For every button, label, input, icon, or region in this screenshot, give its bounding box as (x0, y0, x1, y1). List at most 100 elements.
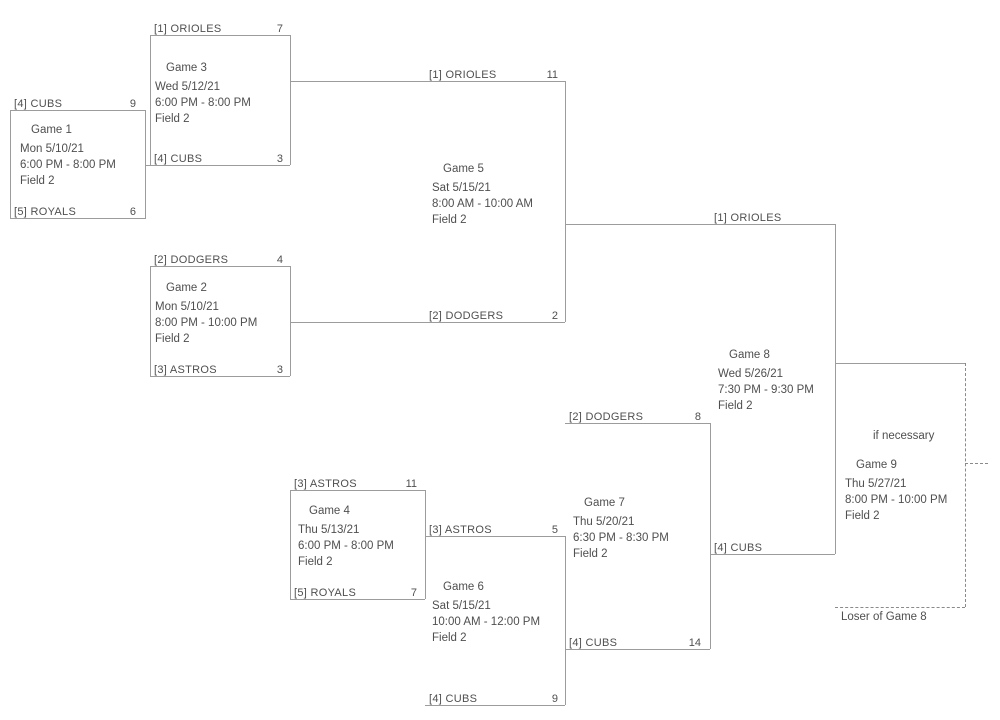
game2-bottom-slot[interactable]: [3] ASTROS 3 (154, 362, 283, 376)
game5-info[interactable]: Game 5 Sat 5/15/21 8:00 AM - 10:00 AM Fi… (432, 161, 533, 228)
game-time: 7:30 PM - 9:30 PM (718, 384, 814, 396)
game7-bottom-slot[interactable]: [4] CUBS 14 (569, 635, 701, 649)
team-score: 9 (551, 693, 558, 705)
game9-info[interactable]: Game 9 Thu 5/27/21 8:00 PM - 10:00 PM Fi… (845, 457, 947, 524)
game4-info[interactable]: Game 4 Thu 5/13/21 6:00 PM - 8:00 PM Fie… (298, 503, 394, 570)
team-name: [4] CUBS (714, 542, 763, 554)
game-field: Field 2 (573, 548, 608, 560)
game8-bottom-slot[interactable]: [4] CUBS (714, 540, 831, 554)
team-name: [3] ASTROS (154, 364, 217, 376)
game2-info[interactable]: Game 2 Mon 5/10/21 8:00 PM - 10:00 PM Fi… (155, 280, 257, 347)
game6-bottom-slot[interactable]: [4] CUBS 9 (429, 691, 558, 705)
game1-top-slot[interactable]: [4] CUBS 9 (14, 96, 136, 110)
team-name: [1] ORIOLES (429, 69, 497, 81)
game1-bottom-line (10, 218, 145, 219)
team-score: 3 (276, 364, 283, 376)
team-name: [3] ASTROS (294, 478, 357, 490)
game6-bottom-line (425, 705, 565, 706)
game2-connector-line (290, 266, 291, 376)
game9-champion-stub-dashed-line (965, 463, 988, 464)
game8-top-slot[interactable]: [1] ORIOLES (714, 210, 831, 224)
game1-bottom-slot[interactable]: [5] ROYALS 6 (14, 204, 136, 218)
game3-info[interactable]: Game 3 Wed 5/12/21 6:00 PM - 8:00 PM Fie… (155, 60, 251, 127)
team-score: 8 (694, 411, 701, 423)
loser-of-game8-label: Loser of Game 8 (841, 611, 927, 623)
game8-info[interactable]: Game 8 Wed 5/26/21 7:30 PM - 9:30 PM Fie… (718, 347, 814, 414)
game-date: Wed 5/26/21 (718, 368, 784, 380)
game-field: Field 2 (298, 556, 333, 568)
team-score: 5 (551, 524, 558, 536)
game-date: Mon 5/10/21 (155, 301, 219, 313)
game2-top-slot[interactable]: [2] DODGERS 4 (154, 252, 283, 266)
game-date: Wed 5/12/21 (155, 81, 221, 93)
team-name: [4] CUBS (569, 637, 618, 649)
game2-bottom-line (150, 376, 290, 377)
game2-top-line (150, 266, 290, 267)
team-name: [3] ASTROS (429, 524, 492, 536)
team-score: 3 (276, 153, 283, 165)
team-score: 11 (546, 69, 558, 81)
game5-top-line (290, 81, 565, 82)
game3-bottom-line (145, 165, 290, 166)
game4-left-line (290, 490, 291, 599)
game9-connector-dashed-line (965, 363, 966, 607)
game-title: Game 4 (309, 505, 350, 517)
game-title: Game 3 (166, 62, 207, 74)
game-time: 8:00 AM - 10:00 AM (432, 198, 534, 210)
game5-bottom-line (290, 322, 565, 323)
game5-connector-line (565, 81, 566, 322)
game-time: 6:00 PM - 8:00 PM (20, 159, 116, 171)
game4-top-line (290, 490, 425, 491)
game5-bottom-slot[interactable]: [2] DODGERS 2 (429, 308, 558, 322)
game-time: 6:00 PM - 8:00 PM (155, 97, 251, 109)
team-score: 14 (688, 637, 701, 649)
game1-info[interactable]: Game 1 Mon 5/10/21 6:00 PM - 8:00 PM Fie… (20, 122, 116, 189)
game-field: Field 2 (155, 333, 190, 345)
game2-left-line (150, 266, 151, 376)
game-date: Sat 5/15/21 (432, 182, 491, 194)
team-name: [2] DODGERS (154, 254, 229, 266)
team-name: [1] ORIOLES (154, 23, 222, 35)
game-date: Thu 5/27/21 (845, 478, 907, 490)
game6-info[interactable]: Game 6 Sat 5/15/21 10:00 AM - 12:00 PM F… (432, 579, 540, 646)
game-time: 8:00 PM - 10:00 PM (155, 317, 258, 329)
game7-connector-line (710, 423, 711, 649)
game4-top-slot[interactable]: [3] ASTROS 11 (294, 476, 417, 490)
game-time: 6:30 PM - 8:30 PM (573, 532, 669, 544)
team-score: 7 (410, 587, 417, 599)
team-score: 4 (276, 254, 283, 266)
team-name: [4] CUBS (429, 693, 478, 705)
game-title: Game 8 (729, 349, 770, 361)
game3-top-slot[interactable]: [1] ORIOLES 7 (154, 21, 283, 35)
team-score: 7 (276, 23, 283, 35)
game6-top-slot[interactable]: [3] ASTROS 5 (429, 522, 558, 536)
game-title: Game 9 (856, 459, 897, 471)
game-field: Field 2 (20, 175, 55, 187)
team-score: 6 (129, 206, 136, 218)
game1-left-line (10, 110, 11, 218)
game9-loser-of-game8-dashed-line (835, 607, 965, 608)
game8-bottom-line (710, 554, 835, 555)
game3-bottom-slot[interactable]: [4] CUBS 3 (154, 151, 283, 165)
game-field: Field 2 (155, 113, 190, 125)
game6-connector-line (565, 536, 566, 705)
team-name: [2] DODGERS (429, 310, 504, 322)
game-field: Field 2 (718, 400, 753, 412)
game-time: 6:00 PM - 8:00 PM (298, 540, 394, 552)
game7-info[interactable]: Game 7 Thu 5/20/21 6:30 PM - 8:30 PM Fie… (573, 495, 669, 562)
game4-connector-line (425, 490, 426, 599)
game-date: Mon 5/10/21 (20, 143, 84, 155)
team-name: [5] ROYALS (14, 206, 77, 218)
game4-bottom-slot[interactable]: [5] ROYALS 7 (294, 585, 417, 599)
team-name: [1] ORIOLES (714, 212, 782, 224)
game-date: Thu 5/20/21 (573, 516, 635, 528)
team-score: 2 (551, 310, 558, 322)
game-time: 8:00 PM - 10:00 PM (845, 494, 948, 506)
team-score: 9 (129, 98, 136, 110)
game1-connector-line (145, 110, 146, 219)
game-time: 10:00 AM - 12:00 PM (432, 616, 541, 628)
game7-top-slot[interactable]: [2] DODGERS 8 (569, 409, 701, 423)
game5-top-slot[interactable]: [1] ORIOLES 11 (429, 67, 558, 81)
game-field: Field 2 (845, 510, 880, 522)
